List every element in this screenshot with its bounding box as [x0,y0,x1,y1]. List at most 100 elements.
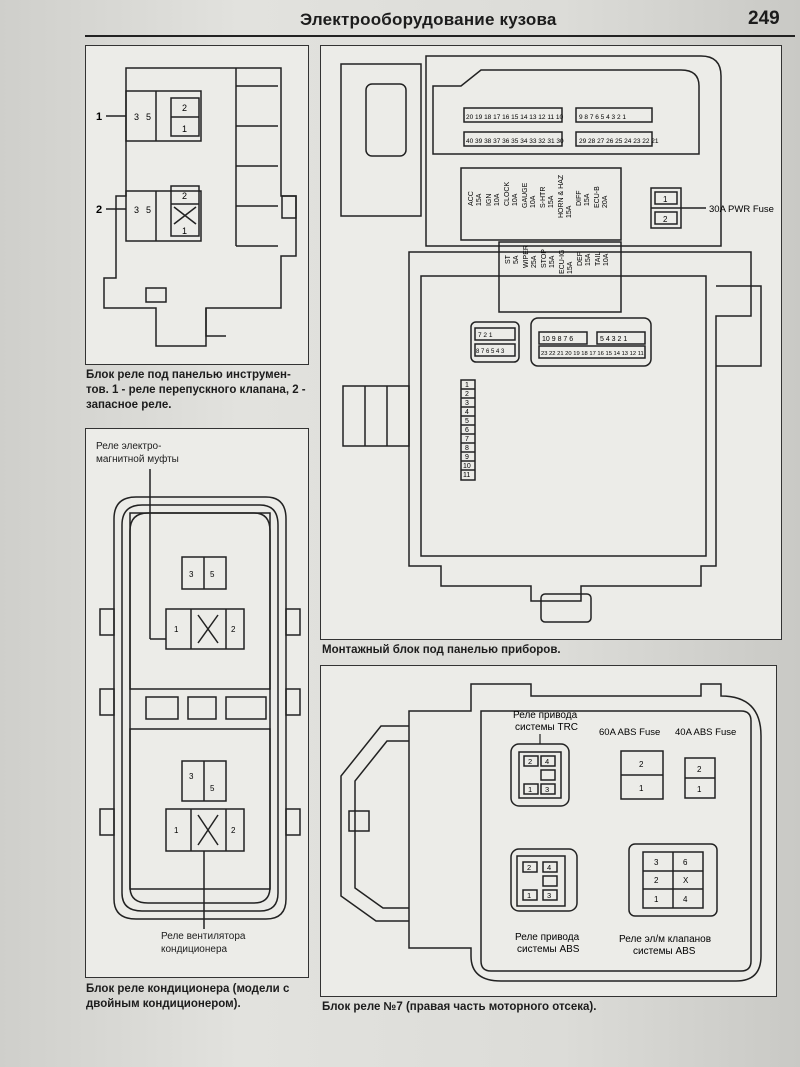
ac-relay-top-pin-1: 1 [174,625,179,634]
fuse-ecuig-name: ECU-IG [559,250,566,275]
small-connector-row1: 7 2 1 [478,332,493,339]
abs-pin-3: 3 [547,891,551,900]
fuse-clock-amp: 10A [512,193,519,206]
abs-pin-4: 4 [547,863,551,872]
fuse-ecub-name: ECU-B [594,186,601,208]
trc-relay-label-line2: системы TRC [515,722,578,733]
fuse-def-name: DEF [577,252,584,266]
relay1-marker: 1 [96,111,102,123]
fuse-40a-label: 40A ABS Fuse [675,727,736,738]
fuse-wiper-amp: 25A [531,255,538,268]
header-rule [85,35,795,37]
trc-pin-3: 3 [545,785,549,794]
vertical-pin-1: 1 [465,382,469,389]
relay2-pin-1: 1 [182,226,187,236]
vertical-pin-5: 5 [465,418,469,425]
valve-pin-4: 4 [683,895,688,904]
relay-block-7-drawing: Реле привода системы TRC 60A ABS Fuse 40… [340,683,762,982]
fuse-st-amp: 5A [513,255,520,264]
fuse-ecuig-amp: 15A [567,261,574,274]
fuse-acc-amp: 15A [476,193,483,206]
valve-pin-1: 1 [654,895,659,904]
fuse-shtr-amp: 15A [548,195,555,208]
ac-relay-top-pin-3: 3 [189,570,194,579]
fuse-60a-label: 60A ABS Fuse [599,727,660,738]
vertical-pin-11: 11 [463,472,470,479]
fuse-def-amp: 15A [585,253,592,266]
vertical-pin-2: 2 [465,391,469,398]
panel-relay-block-7: Реле привода системы TRC 60A ABS Fuse 40… [320,665,777,997]
pwr-fuse-label: 30A PWR Fuse [709,204,774,215]
fuse-diff-amp: 15A [584,193,591,206]
pwr-fuse-pin-2: 2 [663,215,668,224]
ac-relay-block-drawing: 3 5 1 2 3 5 1 2 [99,469,301,929]
connector-row1-right: 9 8 7 6 5 4 3 2 1 [579,114,626,121]
ac-relay-bottom-pin-3: 3 [189,772,194,781]
trc-pin-1: 1 [528,785,532,794]
fuse-gauge-amp: 10A [530,195,537,208]
fuse-stop-amp: 15A [549,255,556,268]
fuse-st-name: ST [505,254,512,264]
valve-pin-3: 3 [654,858,659,867]
fan-relay-label-line1: Реле вентилятора [161,931,246,942]
instrument-relay-block-drawing: 1 2 3 5 2 1 3 5 2 1 [96,67,297,347]
valve-pin-x: X [683,876,689,885]
connector-row1-left: 20 19 18 17 16 15 14 13 12 11 10 [466,114,563,121]
relay2-marker: 2 [96,204,102,216]
panel-junction-block: 20 19 18 17 16 15 14 13 12 11 10 9 8 7 6… [320,45,782,640]
abs-relay-label-line1: Реле привода [515,932,580,943]
valve-pin-2: 2 [654,876,659,885]
instrument-relay-block-caption: Блок реле под панелью инструмен- тов. 1 … [86,369,306,411]
connector-row2-right: 29 28 27 26 25 24 23 22 21 [579,138,659,145]
fuse-60a-pin-2: 2 [639,760,644,769]
fuse-stop-name: STOP [541,249,548,268]
ac-relay-bottom-pin-1: 1 [174,826,179,835]
valve-relay-label-line1: Реле эл/м клапанов [619,934,711,945]
relay1-pin-5: 5 [146,112,151,122]
vertical-pin-9: 9 [465,454,469,461]
fuse-tail-amp: 10A [603,253,610,266]
vertical-pin-8: 8 [465,445,469,452]
panel-instrument-relay-block: 1 2 3 5 2 1 3 5 2 1 [85,45,309,365]
valve-pin-6: 6 [683,858,688,867]
big-connector-row1-right: 5 4 3 2 1 [600,336,627,343]
ac-relay-block-caption: Блок реле кондиционера (модели с двойным… [86,983,290,1010]
abs-pin-2: 2 [527,863,531,872]
fuse-60a-pin-1: 1 [639,784,644,793]
fuse-horn-amp: 15A [566,205,573,218]
big-connector-row1-left: 10 9 8 7 6 [542,336,573,343]
fuse-acc-name: ACC [468,191,475,206]
fuse-gauge-name: GAUGE [522,182,529,208]
abs-relay-label-line2: системы ABS [517,944,580,955]
fuse-wiper-name: WIPER [523,245,530,268]
ac-relay-bottom-pin-5: 5 [210,784,215,793]
vertical-pin-4: 4 [465,409,469,416]
junction-block-caption: Монтажный блок под панелью приборов. [322,644,561,656]
page-header-title: Электрооборудование кузова [300,10,557,29]
big-connector-row2: 23 22 21 20 19 18 17 16 15 14 13 12 11 [541,351,644,357]
trc-pin-2: 2 [528,757,532,766]
fuse-shtr-name: S-HTR [540,187,547,208]
fuse-40a-pin-2: 2 [697,765,702,774]
vertical-pin-10: 10 [463,463,471,470]
top-fuse-row: ACC 15A IGN 10A CLOCK 10A GAUGE 10A S-HT… [468,174,609,218]
connector-row2-left: 40 39 38 37 36 35 34 33 32 31 30 [466,138,564,145]
fuse-ign-name: IGN [486,194,493,206]
fuse-ecub-amp: 20A [602,195,609,208]
valve-relay-label-line2: системы ABS [633,946,696,957]
abs-pin-1: 1 [527,891,531,900]
small-connector-row2: 8 7 6 5 4 3 [476,349,505,355]
vertical-pin-labels: 1 2 3 4 5 6 7 8 9 10 11 [463,382,471,479]
page-number: 249 [748,8,780,29]
fuse-40a-pin-1: 1 [697,785,702,794]
fuse-clock-name: CLOCK [504,182,511,206]
relay2-pin-3: 3 [134,205,139,215]
relay2-pin-5: 5 [146,205,151,215]
vertical-pin-3: 3 [465,400,469,407]
trc-pin-4: 4 [545,757,549,766]
fuse-ign-amp: 10A [494,193,501,206]
fan-relay-label-line2: кондиционера [161,944,228,955]
fuse-tail-name: TAIL [595,252,602,266]
relay1-pin-3: 3 [134,112,139,122]
